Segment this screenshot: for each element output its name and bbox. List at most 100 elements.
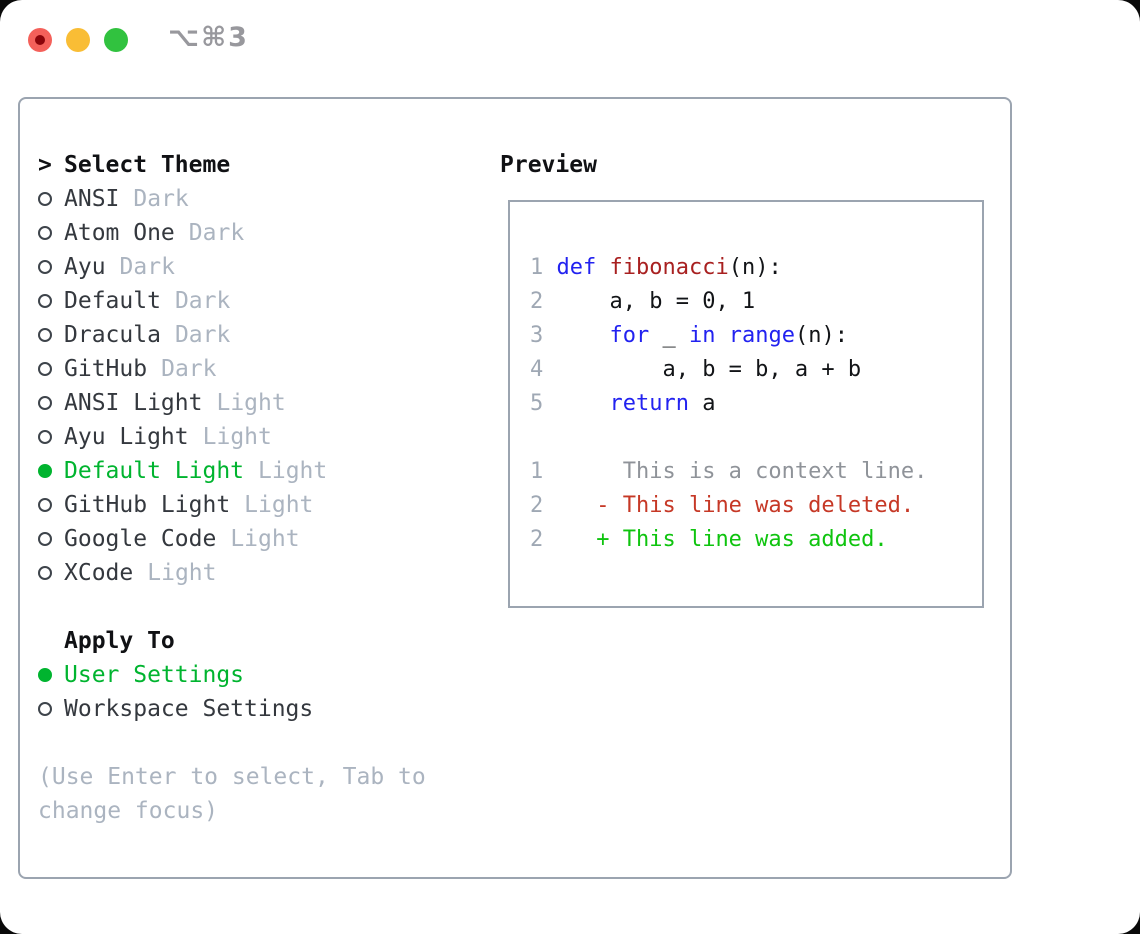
theme-option-label: Default xyxy=(64,288,161,314)
radio-icon xyxy=(38,260,64,274)
line-number: 5 xyxy=(530,391,557,416)
radio-icon xyxy=(38,328,64,342)
radio-icon xyxy=(38,498,64,512)
theme-variant-tag: Light xyxy=(244,492,314,518)
theme-option[interactable]: ANSI Dark xyxy=(38,182,327,216)
radio-icon xyxy=(38,430,64,444)
help-text: (Use Enter to select, Tab to change focu… xyxy=(38,760,426,828)
apply-to-header: Apply To xyxy=(38,624,313,658)
apply-to-option-label: Workspace Settings xyxy=(64,696,314,722)
theme-option[interactable]: Atom One Dark xyxy=(38,216,327,250)
code-segment-plain: a, b = b, a + b xyxy=(556,357,862,382)
theme-option-label: XCode xyxy=(64,560,134,586)
theme-option-label: Default Light xyxy=(64,458,245,484)
preview-title: Preview xyxy=(500,152,597,178)
zoom-button[interactable] xyxy=(104,28,128,52)
theme-option-label: ANSI xyxy=(64,186,120,212)
theme-variant-tag: Light xyxy=(230,526,300,552)
line-number: 2 xyxy=(530,493,557,518)
apply-to-option[interactable]: User Settings xyxy=(38,658,313,692)
theme-variant-tag: Light xyxy=(216,390,286,416)
theme-option-label: Dracula xyxy=(64,322,161,348)
code-segment-kw: def xyxy=(556,255,610,280)
minimize-button[interactable] xyxy=(66,28,90,52)
radio-icon xyxy=(38,362,64,376)
theme-option[interactable]: Google Code Light xyxy=(38,522,327,556)
close-dot-icon xyxy=(35,35,45,45)
help-text-line2: change focus) xyxy=(38,798,219,824)
apply-to-title: Apply To xyxy=(64,628,175,654)
theme-option[interactable]: GitHub Light Light xyxy=(38,488,327,522)
radio-icon xyxy=(38,226,64,240)
radio-icon xyxy=(38,702,64,716)
code-segment-plain: (n): xyxy=(728,255,782,280)
theme-variant-tag: Light xyxy=(202,424,272,450)
theme-list-header: > Select Theme xyxy=(38,148,327,182)
line-number: 2 xyxy=(530,527,557,552)
help-text-line1: (Use Enter to select, Tab to xyxy=(38,764,426,790)
theme-option-label: ANSI Light xyxy=(64,390,203,416)
theme-option-label: Ayu xyxy=(64,254,106,280)
theme-variant-tag: Dark xyxy=(188,220,245,246)
line-number: 2 xyxy=(530,289,557,314)
diff-line: 2 - This line was deleted. xyxy=(530,489,927,523)
diff-line: 2 + This line was added. xyxy=(530,523,927,557)
theme-option-label: Atom One xyxy=(64,220,175,246)
theme-variant-tag: Dark xyxy=(174,322,231,348)
radio-icon xyxy=(38,532,64,546)
code-segment-plain: _ xyxy=(649,323,689,348)
theme-option[interactable]: Ayu Light Light xyxy=(38,420,327,454)
code-segment-fn: fibonacci xyxy=(609,255,729,280)
code-segment-plain: (n): xyxy=(794,323,848,348)
theme-variant-tag: Dark xyxy=(161,356,217,382)
code-segment-kw: range xyxy=(728,323,795,348)
code-segment-context: This is a context line. xyxy=(556,459,928,484)
window-title-shortcut: ⌥⌘3 xyxy=(168,22,249,53)
theme-option[interactable]: GitHub Dark xyxy=(38,352,327,386)
theme-option[interactable]: ANSI Light Light xyxy=(38,386,327,420)
window-controls xyxy=(28,28,128,52)
code-segment-kw: for xyxy=(609,323,650,348)
code-segment-kw: in xyxy=(688,323,716,348)
theme-option[interactable]: Default Dark xyxy=(38,284,327,318)
theme-variant-tag: Dark xyxy=(174,288,231,314)
theme-option-label: Ayu Light xyxy=(64,424,189,450)
code-segment-plain xyxy=(715,323,728,348)
cursor-icon: > xyxy=(38,152,52,178)
code-line: 5 return a xyxy=(530,387,927,421)
radio-selected-icon xyxy=(38,668,64,682)
code-line: 4 a, b = b, a + b xyxy=(530,353,927,387)
radio-icon xyxy=(38,294,64,308)
theme-option[interactable]: XCode Light xyxy=(38,556,327,590)
line-number: 4 xyxy=(530,357,557,382)
code-line: 3 for _ in range(n): xyxy=(530,319,927,353)
theme-option-label: Google Code xyxy=(64,526,217,552)
code-line: 2 a, b = 0, 1 xyxy=(530,285,927,319)
code-segment-plain: a, b = 0, 1 xyxy=(556,289,756,314)
code-segment-kw: return xyxy=(609,391,689,416)
radio-selected-icon xyxy=(38,464,64,478)
radio-icon xyxy=(38,192,64,206)
theme-variant-tag: Dark xyxy=(133,186,189,212)
code-line: 1 def fibonacci(n): xyxy=(530,251,927,285)
code-segment-deleted: - This line was deleted. xyxy=(556,493,915,518)
theme-option-label: GitHub xyxy=(64,356,148,382)
theme-option-label: GitHub Light xyxy=(64,492,231,518)
code-segment-plain xyxy=(557,323,610,348)
theme-option[interactable]: Dracula Dark xyxy=(38,318,327,352)
theme-list-title: Select Theme xyxy=(64,152,231,178)
apply-to-option[interactable]: Workspace Settings xyxy=(38,692,313,726)
close-button[interactable] xyxy=(28,28,52,52)
apply-to-option-label: User Settings xyxy=(64,662,245,688)
radio-icon xyxy=(38,396,64,410)
diff-line: 1 This is a context line. xyxy=(530,455,927,489)
code-segment-plain xyxy=(557,391,610,416)
theme-variant-tag: Light xyxy=(147,560,217,586)
